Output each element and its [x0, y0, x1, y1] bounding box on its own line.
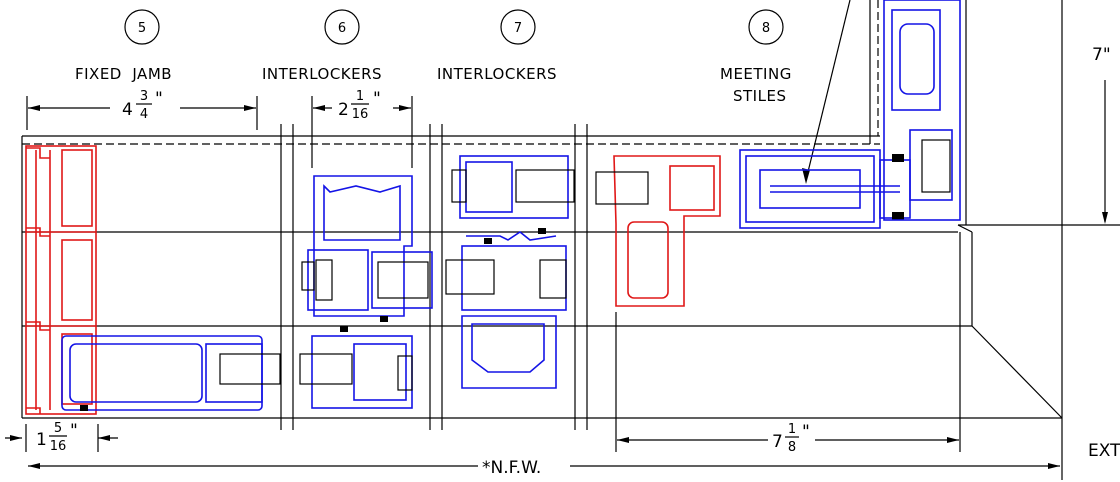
dim-right-height: 7": [1092, 45, 1111, 224]
fixed-jamb-profile: [25, 145, 97, 415]
exterior-label: EXT: [1088, 441, 1120, 461]
interlocker-width-whole: 2: [338, 100, 349, 120]
detail-6-callout: 6 INTERLOCKERS: [262, 9, 382, 83]
detail-5-number: 5: [138, 21, 146, 36]
stile-width-num: 1: [788, 422, 796, 437]
detail-5-title: FIXED JAMB: [75, 65, 172, 83]
overall-width-label: *N.F.W.: [482, 458, 541, 478]
jamb-width-unit: ": [155, 89, 163, 109]
interlocker-width-den: 16: [352, 107, 369, 122]
dim-jamb-depth: 1 5 16 ": [5, 421, 118, 454]
track-lines: [280, 124, 588, 430]
stile-width-unit: ": [802, 422, 810, 442]
interlocker-width-num: 1: [356, 89, 364, 104]
meeting-stile-blue: [739, 149, 911, 229]
dim-overall: *N.F.W.: [28, 418, 1063, 480]
detail-5-callout: 5 FIXED JAMB: [75, 9, 172, 83]
jamb-width-whole: 4: [122, 100, 133, 120]
leader-arrowhead: [802, 168, 810, 184]
meeting-stile-red: [595, 155, 721, 307]
detail-7-number: 7: [514, 21, 522, 36]
fixed-panel-frame: [61, 335, 281, 411]
jamb-width-den: 4: [140, 107, 148, 122]
interlocker-6-profile: [299, 175, 433, 409]
head-frame-blue: [883, 0, 961, 221]
detail-8-title-line2: STILES: [733, 87, 786, 105]
detail-7-callout: 7 INTERLOCKERS: [437, 9, 557, 83]
detail-8-title: MEETING: [720, 65, 792, 83]
detail-7-title: INTERLOCKERS: [437, 65, 557, 83]
jamb-width-num: 3: [140, 89, 148, 104]
dim-stile-width: 7 1 8 ": [615, 232, 961, 455]
interlocker-7-profile: [445, 155, 575, 389]
building-outline: [21, 0, 1120, 419]
stile-width-whole: 7: [772, 432, 783, 452]
detail-6-number: 6: [338, 21, 346, 36]
right-height-label: 7": [1092, 45, 1111, 65]
jamb-depth-num: 5: [54, 421, 62, 436]
detail-6-title: INTERLOCKERS: [262, 65, 382, 83]
dim-interlocker-width: 2 1 16 ": [311, 89, 413, 168]
leader-line: [805, 0, 851, 181]
jamb-depth-whole: 1: [36, 430, 47, 450]
jamb-depth-den: 16: [50, 439, 67, 454]
stile-width-den: 8: [788, 440, 796, 455]
dim-jamb-width: 4 3 4 ": [26, 89, 258, 130]
interlocker-width-unit: ": [373, 89, 381, 109]
detail-8-number: 8: [762, 21, 770, 36]
jamb-depth-unit: ": [70, 421, 78, 441]
